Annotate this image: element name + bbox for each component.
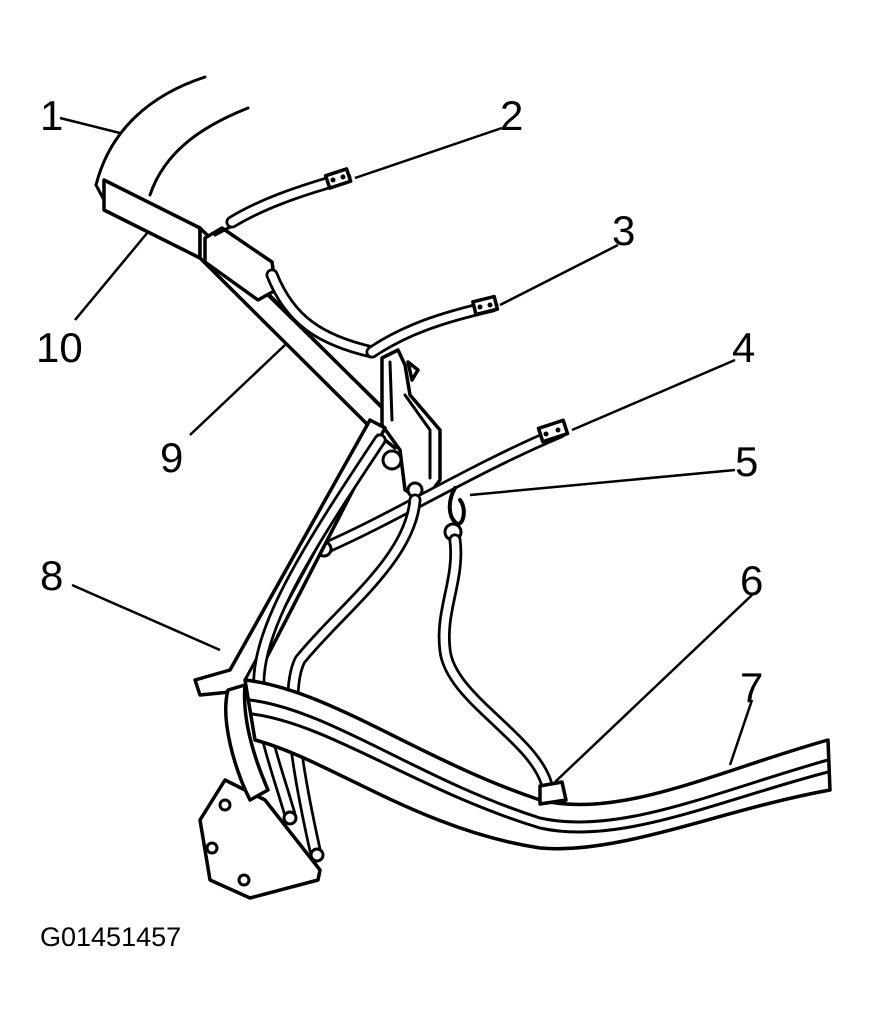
callout-1: 1	[40, 92, 63, 139]
center-drop-tube	[286, 493, 422, 863]
part-5-hook-clip	[443, 486, 466, 542]
callout-labels: 1 2 3 4 5 6 7 8 9 10	[36, 92, 763, 711]
center-bracket	[380, 348, 442, 502]
part-8-strut	[193, 418, 387, 826]
callout-6: 6	[740, 557, 763, 604]
part-3-mid-tube	[365, 294, 500, 359]
callout-3: 3	[612, 207, 635, 254]
callout-8: 8	[40, 552, 63, 599]
part-2-upper-tube	[225, 167, 353, 229]
callout-2: 2	[500, 92, 523, 139]
figure-code: G01451457	[40, 922, 181, 952]
leader-8	[71, 583, 221, 652]
leader-4	[571, 358, 736, 432]
leader-6	[554, 594, 753, 783]
connecting-tube-upper	[265, 268, 379, 359]
hanging-tube-to-part-6	[437, 533, 555, 797]
part-9-main-rail	[198, 224, 407, 450]
callout-5: 5	[735, 438, 758, 485]
leader-10	[74, 231, 149, 321]
callout-7: 7	[740, 664, 763, 711]
leader-9	[189, 344, 286, 436]
part-1-curved-tube	[94, 75, 250, 202]
leader-7	[728, 699, 754, 766]
leader-3	[499, 243, 619, 307]
leader-1	[59, 116, 121, 135]
leader-5	[469, 468, 736, 497]
callout-10: 10	[36, 324, 83, 371]
callout-4: 4	[732, 324, 755, 371]
part-7-lower-beam	[243, 678, 832, 851]
leader-lines	[59, 116, 754, 783]
leader-2	[354, 126, 503, 180]
part-4-lower-tube	[315, 418, 570, 558]
callout-9: 9	[160, 434, 183, 481]
lower-mount-bracket	[198, 683, 322, 900]
